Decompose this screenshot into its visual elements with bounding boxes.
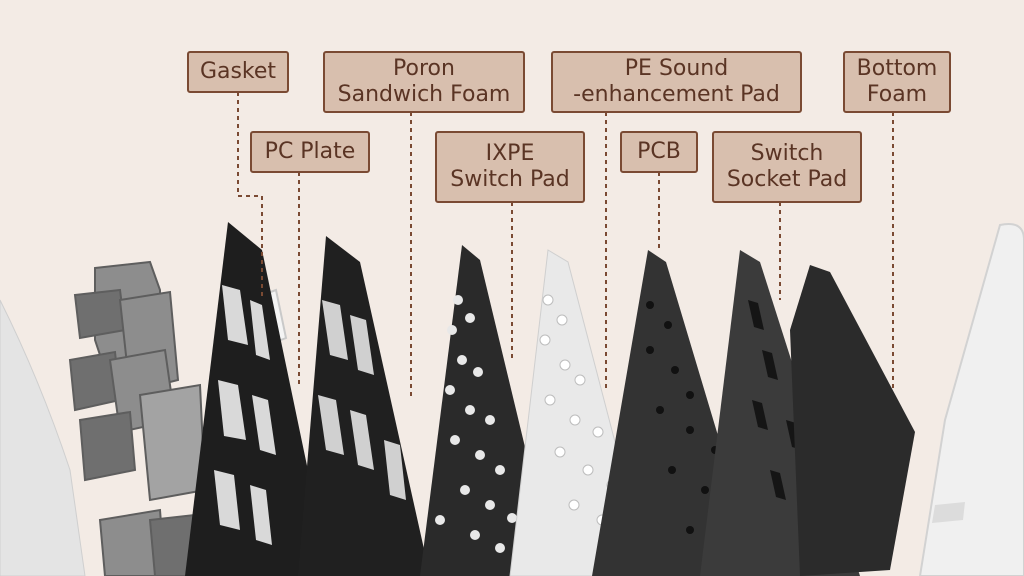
right-case-detail <box>932 502 965 523</box>
pcb-holes <box>646 301 734 534</box>
label-pc-plate: PC Plate <box>250 131 370 173</box>
label-gasket-text: Gasket <box>199 59 277 84</box>
label-pcb: PCB <box>620 131 698 173</box>
bottom-foam-shape <box>790 265 915 576</box>
label-poron-line2: Sandwich Foam <box>337 82 511 107</box>
label-poron-line1: Poron <box>393 56 455 81</box>
switches <box>68 260 207 576</box>
label-pe-line1: PE Sound <box>624 56 729 81</box>
label-ixpe-line2: Switch Pad <box>450 167 570 192</box>
label-ixpe-pad: IXPE Switch Pad <box>435 131 585 203</box>
label-socket-line2: Socket Pad <box>726 167 848 192</box>
label-pe-line2: -enhancement Pad <box>573 82 780 107</box>
leader-gasket <box>237 92 263 296</box>
label-gasket: Gasket <box>187 51 289 93</box>
leader-lines <box>237 92 894 400</box>
pc-plate-cutouts <box>214 285 276 545</box>
label-bottom-foam: Bottom Foam <box>843 51 951 113</box>
label-pcb-text: PCB <box>637 139 681 164</box>
label-poron-foam: Poron Sandwich Foam <box>323 51 525 113</box>
label-pe-pad: PE Sound -enhancement Pad <box>551 51 802 113</box>
poron-cutouts <box>318 300 406 500</box>
poron-foam-shape <box>298 236 430 576</box>
label-pc-plate-text: PC Plate <box>264 139 356 164</box>
left-case-edge <box>0 299 86 576</box>
label-socket-pad: Switch Socket Pad <box>712 131 862 203</box>
label-socket-line1: Switch <box>750 141 824 166</box>
label-bottom-line2: Foam <box>866 82 928 107</box>
label-bottom-line1: Bottom <box>856 56 938 81</box>
right-case <box>918 223 1024 576</box>
label-ixpe-line1: IXPE <box>485 141 535 166</box>
